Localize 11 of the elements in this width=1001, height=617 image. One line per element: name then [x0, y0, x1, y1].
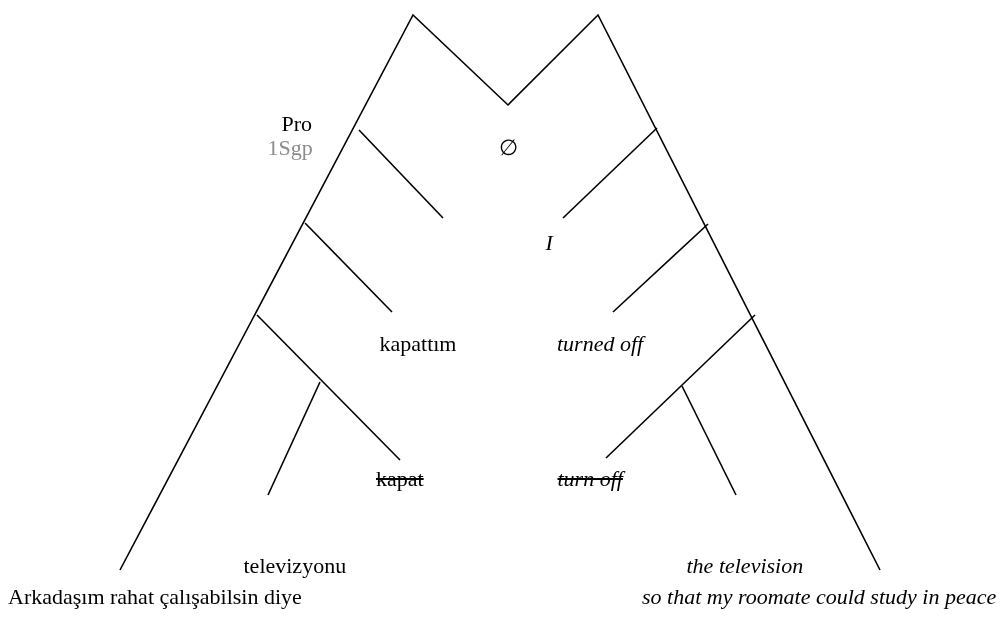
word-label: kapattım	[379, 331, 457, 357]
word-label: I	[545, 230, 553, 256]
word-label: turned off	[557, 331, 644, 357]
symbol-label: ∅	[498, 135, 518, 161]
sentence-label: Arkadaşım rahat çalışabilsin diye	[8, 584, 302, 610]
sentence-label: so that my roomate could study in peace	[642, 584, 997, 610]
label-word: Pro	[281, 111, 313, 137]
word-label: the television	[686, 553, 804, 579]
label-word: 1Sgp	[267, 135, 313, 161]
word-label: televizyonu	[243, 553, 347, 579]
word-label: kapat	[376, 466, 424, 492]
